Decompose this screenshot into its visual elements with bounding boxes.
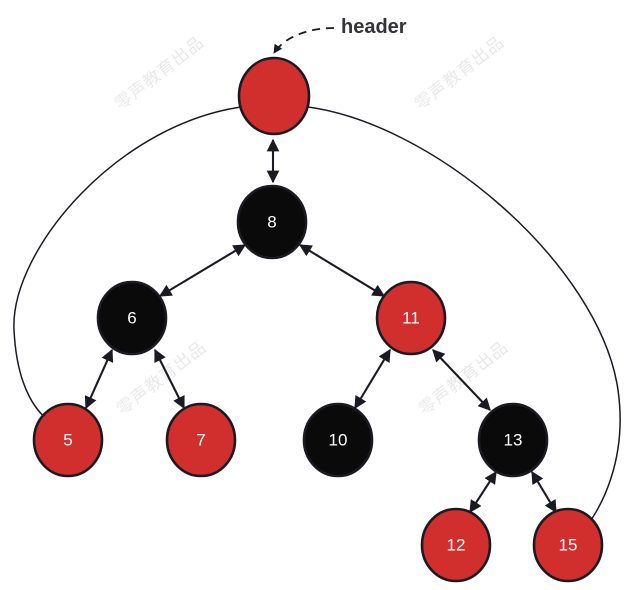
- node-11[interactable]: 11: [375, 280, 447, 356]
- node-13[interactable]: 13: [477, 402, 549, 478]
- thread-curve-header-to-max: [298, 105, 621, 529]
- node-6-label: 6: [127, 309, 136, 328]
- node-11-label: 11: [402, 309, 420, 328]
- node-15[interactable]: 15: [532, 507, 604, 583]
- edge-11-to-13: [432, 349, 491, 411]
- node-13-label: 13: [504, 431, 523, 450]
- node-header-circle: [237, 56, 311, 136]
- edge-8-to-11: [298, 244, 386, 297]
- node-15-circle: [532, 507, 604, 583]
- node-6[interactable]: 6: [96, 280, 168, 356]
- header-annotation-label: header: [341, 16, 407, 38]
- node-12-label: 12: [447, 536, 466, 555]
- node-7-circle: [165, 402, 237, 478]
- node-8-circle: [236, 184, 308, 260]
- node-8[interactable]: 8: [236, 184, 308, 260]
- node-10-label: 10: [329, 431, 348, 450]
- edge-13-to-12: [469, 470, 497, 514]
- node-7[interactable]: 7: [165, 402, 237, 478]
- node-12-circle: [420, 507, 492, 583]
- edge-11-to-10: [354, 348, 391, 410]
- thread-curve-header-to-min: [13, 105, 250, 425]
- edge-13-to-15: [531, 470, 557, 514]
- node-5-label: 5: [63, 431, 72, 450]
- node-13-circle: [477, 402, 549, 478]
- node-6-circle: [96, 280, 168, 356]
- node-15-label: 15: [559, 536, 578, 555]
- node-12[interactable]: 12: [420, 507, 492, 583]
- node-8-label: 8: [267, 213, 276, 232]
- node-11-circle: [375, 280, 447, 356]
- node-5[interactable]: 5: [32, 402, 104, 478]
- header-pointer-dash: [273, 27, 335, 54]
- node-7-label: 7: [196, 431, 205, 450]
- edge-6-to-7: [154, 348, 185, 410]
- node-10-circle: [302, 402, 374, 478]
- node-5-circle: [32, 402, 104, 478]
- edge-6-to-5: [84, 348, 114, 410]
- node-header[interactable]: [237, 56, 311, 136]
- edge-8-to-6: [158, 244, 247, 297]
- node-10[interactable]: 10: [302, 402, 374, 478]
